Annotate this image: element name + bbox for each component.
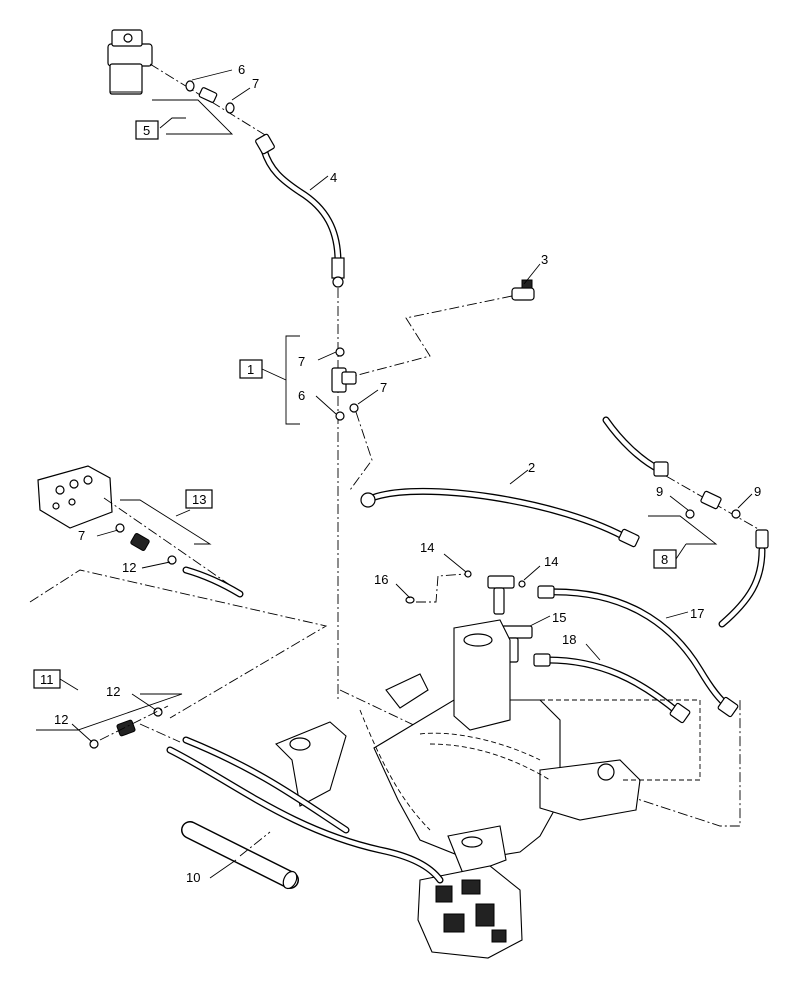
centerline-pump <box>139 723 181 743</box>
frame-hidden-lines <box>359 699 701 831</box>
callout-15: 15 <box>552 610 566 625</box>
callout-12-upper: 12 <box>106 684 120 699</box>
tee-14 <box>487 575 515 615</box>
frame-11 <box>36 693 183 731</box>
oring-7-valve <box>115 523 125 533</box>
phantom-frame-right <box>339 689 741 827</box>
oring-12-valve <box>167 555 177 565</box>
callout-16: 16 <box>374 572 388 587</box>
phantom-valve-outline <box>29 569 328 719</box>
frame-5-pointer <box>159 117 186 129</box>
oring-7-side <box>349 403 359 413</box>
frame-8 <box>648 515 718 545</box>
svg-text:13: 13 <box>192 492 206 507</box>
fitting-adapter-top <box>198 87 218 103</box>
hose-valve-lower <box>182 566 244 598</box>
centerline-switch <box>353 295 513 377</box>
machine-frame <box>275 619 641 877</box>
svg-text:8: 8 <box>661 552 668 567</box>
centerline-tee-hose <box>349 411 373 491</box>
fitting-7-top <box>225 102 235 114</box>
callout-4: 4 <box>330 170 337 185</box>
oring-7-upper <box>335 347 345 357</box>
frame-13 <box>120 499 212 545</box>
frame-13-pointer <box>175 509 191 517</box>
oring-9-right <box>731 509 741 519</box>
callout-10: 10 <box>186 870 200 885</box>
hose-lower-right <box>718 529 769 628</box>
box-label-1: 1 <box>239 359 287 381</box>
callout-14-right: 14 <box>544 554 558 569</box>
control-valve <box>37 465 113 529</box>
bracket-1 <box>285 335 300 425</box>
tee-fitting <box>331 367 357 393</box>
hose-2 <box>360 487 640 548</box>
callout-9-right: 9 <box>754 484 761 499</box>
callout-7-top: 7 <box>252 76 259 91</box>
oring-16 <box>405 596 415 604</box>
filter-housing <box>107 29 153 95</box>
box-label-5: 5 <box>135 120 159 140</box>
box-label-13: 13 <box>185 489 213 509</box>
oring-14-right <box>518 580 526 588</box>
box-label-8: 8 <box>653 543 687 569</box>
callout-12-lower: 12 <box>54 712 68 727</box>
callout-17: 17 <box>690 606 704 621</box>
callout-2: 2 <box>528 460 535 475</box>
centerline-tube <box>239 831 271 857</box>
fitting-6-top <box>185 80 195 92</box>
callout-3: 3 <box>541 252 548 267</box>
frame-5 <box>152 99 234 135</box>
svg-text:11: 11 <box>40 672 54 687</box>
callout-14-left: 14 <box>420 540 434 555</box>
hydraulic-pump <box>417 865 523 959</box>
oring-6-lower <box>335 411 345 421</box>
centerline-valve <box>103 497 241 593</box>
hose-17 <box>537 585 739 718</box>
centerline-filter <box>149 63 271 139</box>
oring-14-left <box>464 570 472 578</box>
callout-7-tee-upper: 7 <box>298 354 305 369</box>
callout-6-tee-lower: 6 <box>298 388 305 403</box>
hose-4 <box>255 133 345 288</box>
fitting-valve <box>130 533 150 551</box>
callout-12-valve: 12 <box>122 560 136 575</box>
box-label-11: 11 <box>33 669 79 691</box>
oring-9-left <box>685 509 695 519</box>
callout-7-tee-side: 7 <box>380 380 387 395</box>
tube-10 <box>181 821 299 890</box>
callout-7-valve: 7 <box>78 528 85 543</box>
hose-upper-right <box>602 416 669 477</box>
adapter-right <box>700 490 722 510</box>
centerline-11 <box>99 705 169 741</box>
leader-lines <box>71 69 753 879</box>
centerline-14 <box>416 573 467 603</box>
callout-18: 18 <box>562 632 576 647</box>
fitting-11 <box>116 719 136 737</box>
svg-text:1: 1 <box>247 362 254 377</box>
svg-text:5: 5 <box>143 123 150 138</box>
callout-6-top: 6 <box>238 62 245 77</box>
callout-9-left: 9 <box>656 484 663 499</box>
pressure-switch-3 <box>511 279 535 301</box>
hose-pump-left <box>166 736 444 884</box>
hose-18 <box>533 653 691 724</box>
